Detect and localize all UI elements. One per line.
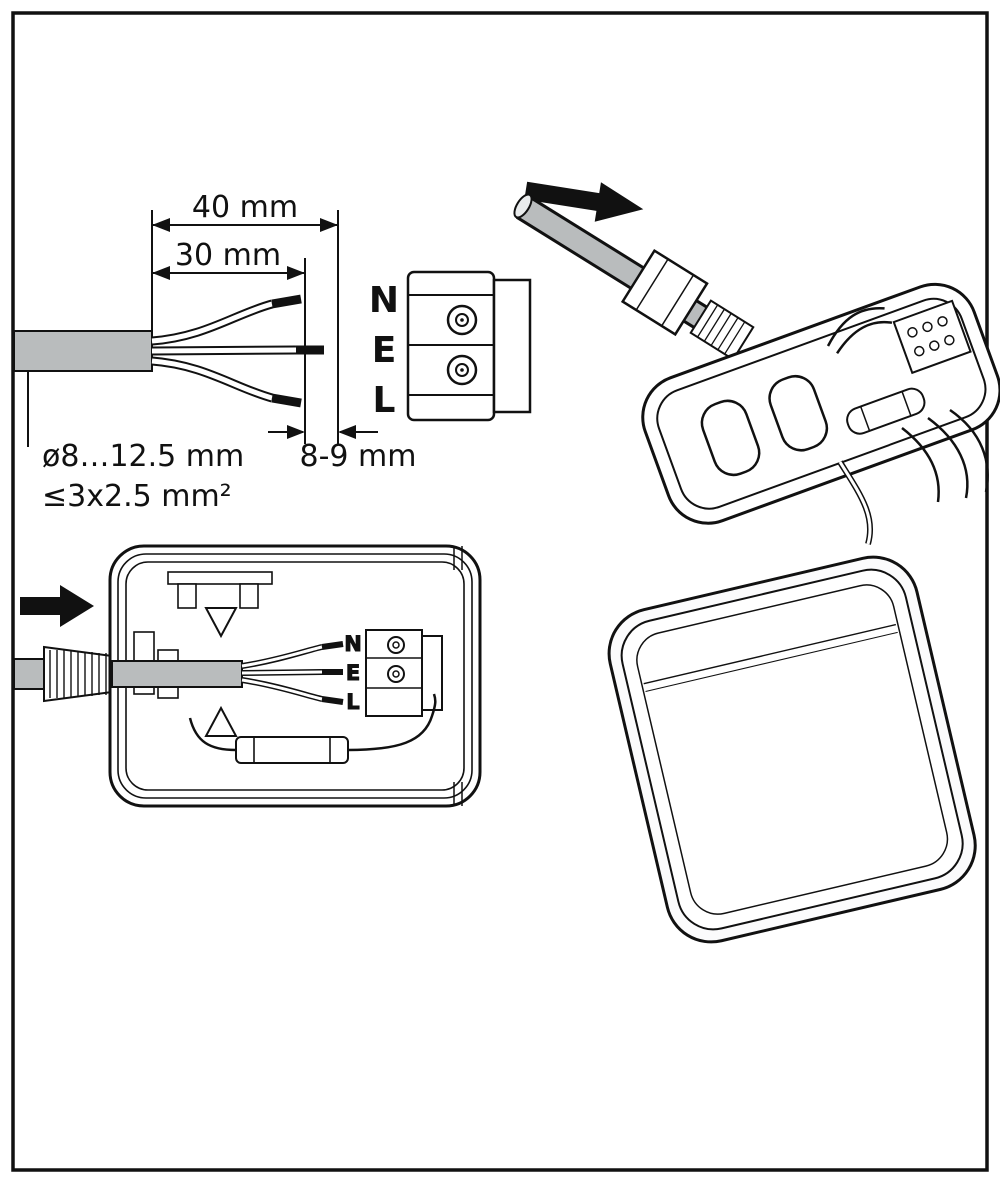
housing-section-panel: N E L — [13, 544, 482, 808]
cable-sheath-entry — [13, 658, 45, 690]
dim-30mm-label: 30 mm — [175, 238, 281, 273]
cable-wires — [151, 294, 324, 408]
cable-prep-panel: 40 mm 30 mm — [13, 190, 532, 514]
mounting-clip — [700, 399, 761, 477]
housing-tray — [641, 282, 1000, 525]
loose-wires — [837, 408, 989, 545]
dim-strip-line — [268, 425, 378, 439]
terminal-l-label: L — [373, 380, 396, 421]
insert-arrow-icon — [20, 585, 94, 627]
terminal-block-front: N E L — [369, 270, 532, 422]
terminal-n-label: N — [369, 280, 399, 321]
cable-gland-section — [43, 645, 113, 703]
through-wiring-fuse — [188, 693, 437, 764]
cable-inside — [111, 660, 243, 688]
terminal-e-label: E — [346, 661, 360, 685]
terminal-block-iso — [892, 299, 972, 375]
clip-spring-top — [204, 607, 238, 639]
terminal-screw — [387, 665, 405, 683]
dim-40mm-label: 40 mm — [192, 190, 298, 225]
terminal-l-label: L — [346, 690, 359, 714]
insert-arrow-icon — [524, 181, 644, 222]
clip-spring-bottom — [204, 705, 238, 737]
dim-40mm-line — [152, 218, 338, 232]
gland-insertion-view — [513, 181, 1000, 944]
terminal-block-section: N E L — [344, 629, 443, 717]
conductor-spec-label: ≤3x2.5 mm² — [42, 479, 232, 514]
cable-gland-nut — [620, 248, 709, 337]
gland-seal — [689, 299, 755, 361]
mounting-clip — [768, 374, 829, 452]
wires-to-terminal — [241, 641, 344, 705]
cable-sheath — [13, 330, 153, 372]
dim-30mm-line — [152, 266, 305, 280]
terminal-screw — [387, 636, 405, 654]
cable-diameter-label: ø8…12.5 mm — [42, 439, 244, 474]
terminal-n-label: N — [344, 632, 362, 656]
diffuser-cover — [607, 555, 977, 944]
dim-strip-label: 8-9 mm — [300, 439, 417, 474]
terminal-e-label: E — [372, 330, 397, 371]
